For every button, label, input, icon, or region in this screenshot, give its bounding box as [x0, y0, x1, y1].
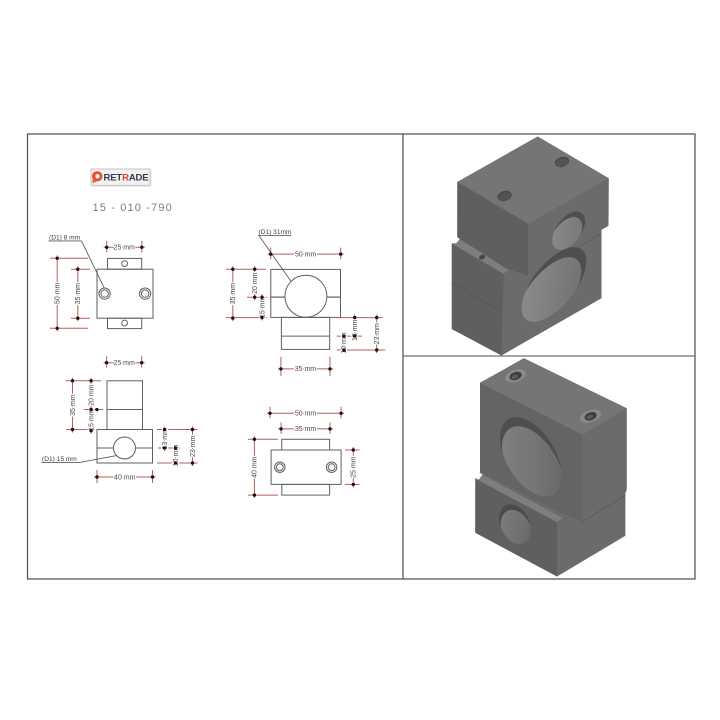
svg-text:25 mm: 25 mm [351, 456, 358, 478]
svg-text:10 mm: 10 mm [173, 445, 180, 467]
svg-text:40 mm: 40 mm [114, 474, 136, 481]
svg-text:35 mm: 35 mm [75, 283, 82, 305]
svg-text:35 mm: 35 mm [230, 283, 237, 305]
svg-text:20 mm: 20 mm [88, 384, 95, 406]
svg-text:RETRADE: RETRADE [104, 172, 150, 183]
svg-text:(D1) 8 mm: (D1) 8 mm [49, 234, 81, 241]
svg-text:50 mm: 50 mm [295, 411, 317, 418]
svg-text:35 mm: 35 mm [70, 394, 77, 416]
svg-text:15 mm: 15 mm [88, 409, 95, 431]
svg-text:20 mm: 20 mm [252, 272, 259, 294]
svg-text:15 mm: 15 mm [259, 296, 266, 318]
svg-text:10 mm: 10 mm [341, 332, 348, 354]
svg-text:40 mm: 40 mm [252, 456, 259, 478]
svg-text:23 mm: 23 mm [190, 435, 197, 457]
svg-text:50 mm: 50 mm [295, 251, 317, 258]
svg-text:13 mm: 13 mm [162, 428, 169, 450]
svg-text:(D1) 15 mm: (D1) 15 mm [42, 456, 77, 463]
svg-text:(D1) 31mm: (D1) 31mm [259, 229, 292, 236]
svg-text:15 - 010 -790: 15 - 010 -790 [93, 202, 173, 214]
svg-text:35 mm: 35 mm [295, 426, 317, 433]
svg-text:23 mm: 23 mm [374, 323, 381, 345]
svg-text:50 mm: 50 mm [55, 282, 62, 304]
svg-text:25 mm: 25 mm [114, 245, 136, 252]
svg-text:13 mm: 13 mm [352, 319, 359, 341]
svg-text:25 mm: 25 mm [113, 360, 135, 367]
svg-text:35 mm: 35 mm [295, 366, 317, 373]
